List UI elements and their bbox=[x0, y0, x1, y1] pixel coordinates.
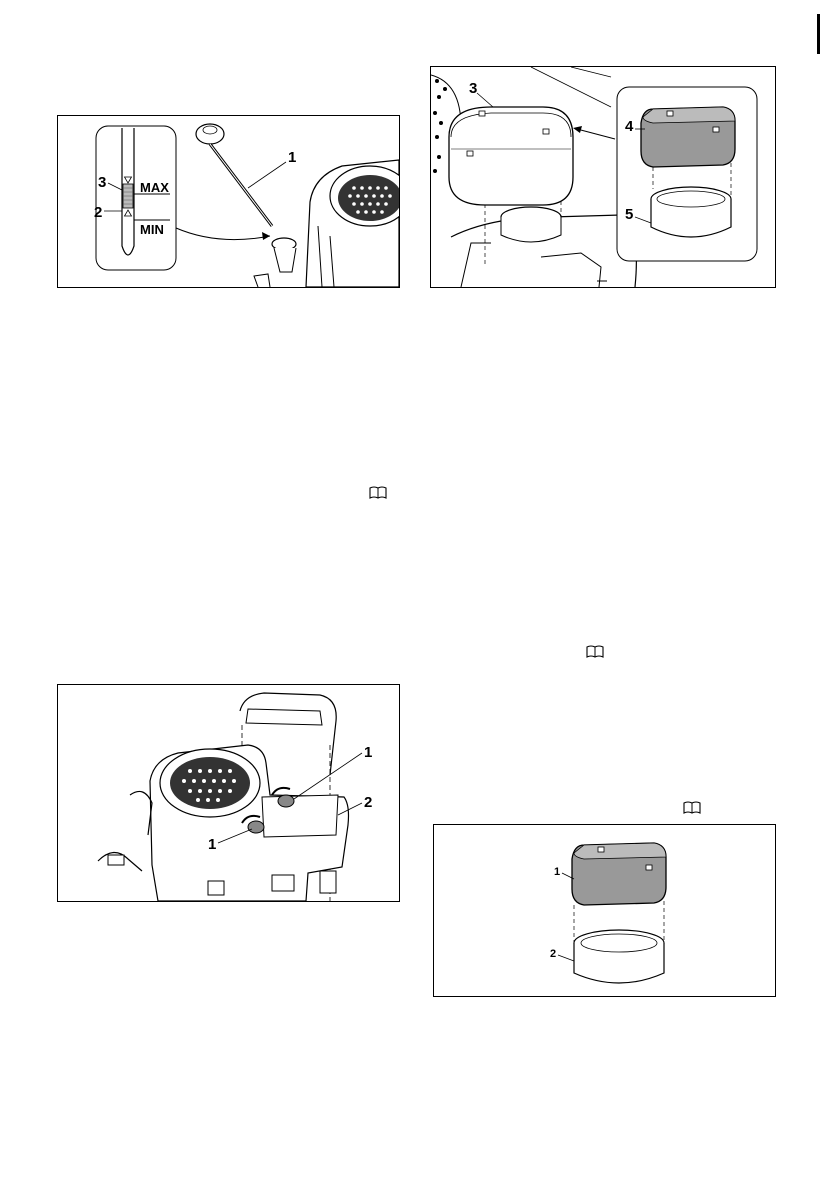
manual-book-icon bbox=[683, 801, 701, 814]
figure-engine-cover: 1 1 2 bbox=[57, 684, 400, 902]
callout-3: 3 bbox=[469, 80, 477, 97]
callout-5: 5 bbox=[625, 206, 633, 223]
engine-cover-illustration: 1 1 2 bbox=[58, 685, 399, 901]
figure-air-filter-assembly: 3 4 5 bbox=[430, 66, 776, 288]
callout-2: 2 bbox=[550, 948, 556, 960]
figure-dipstick: MAX MIN 3 2 1 bbox=[57, 115, 400, 288]
callout-3: 3 bbox=[98, 174, 106, 191]
page-edge-marker bbox=[817, 14, 820, 54]
manual-book-icon bbox=[586, 645, 604, 658]
air-filter-assembly-illustration: 3 4 5 bbox=[431, 67, 775, 287]
figure-filter-elements: 1 2 bbox=[433, 824, 776, 997]
callout-1-bottom: 1 bbox=[208, 836, 216, 853]
callout-1-top: 1 bbox=[364, 744, 372, 761]
min-label: MIN bbox=[140, 222, 164, 237]
manual-book-icon bbox=[369, 486, 387, 499]
max-label: MAX bbox=[140, 180, 169, 195]
callout-2: 2 bbox=[364, 794, 372, 811]
callout-1: 1 bbox=[554, 866, 560, 878]
dipstick-illustration: MAX MIN 3 2 1 bbox=[58, 116, 399, 287]
callout-4: 4 bbox=[625, 118, 634, 135]
filter-elements-illustration: 1 2 bbox=[434, 825, 775, 996]
callout-1: 1 bbox=[288, 149, 296, 166]
callout-2: 2 bbox=[94, 204, 102, 221]
